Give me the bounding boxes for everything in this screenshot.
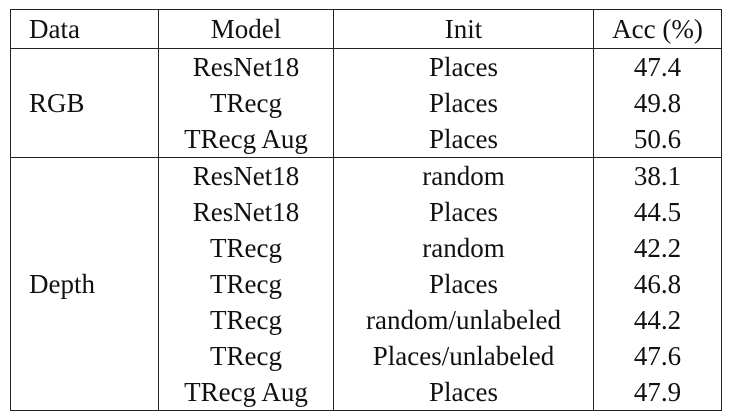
model-cell: TRecg Aug — [158, 374, 334, 411]
acc-cell: 47.4 — [633, 51, 682, 82]
init-cell: Places — [333, 194, 594, 230]
header-model: Model — [158, 9, 334, 49]
model-cell: ResNet18 — [158, 157, 334, 194]
init-cell: Places — [333, 85, 594, 121]
init-cell: random — [333, 157, 594, 194]
acc-cell: 38.1 — [633, 160, 682, 191]
acc-cell: 47.9 — [633, 376, 682, 407]
table-row: TRecg Places 49.8 — [11, 85, 722, 121]
table-row: RGB ResNet18 Places 47.4 — [10, 48, 722, 158]
data-group-label: Depth — [10, 157, 159, 411]
model-cell: TRecg — [158, 338, 334, 374]
acc-cell: 49.8 — [633, 87, 682, 118]
init-cell: random/unlabeled — [333, 302, 594, 338]
init-cell: Places/unlabeled — [333, 338, 594, 374]
model-cell: ResNet18 — [158, 194, 334, 230]
model-cell: ResNet18 — [158, 48, 334, 85]
acc-cell: 44.5 — [633, 196, 682, 227]
header-data: Data — [10, 9, 159, 49]
init-cell: Places — [333, 48, 594, 85]
header-row: Data Model Init Acc (%) — [10, 9, 722, 49]
model-cell: TRecg — [158, 266, 334, 302]
table-row: TRecg Places/unlabeled 47.6 — [11, 338, 722, 374]
model-cell: TRecg — [158, 302, 334, 338]
acc-cell: 44.2 — [633, 304, 682, 335]
init-cell: Places — [333, 266, 594, 302]
table-row: Depth ResNet18 random 38.1 — [10, 157, 722, 411]
header-acc: Acc (%) — [593, 9, 722, 49]
acc-cell: 42.2 — [633, 232, 682, 263]
init-cell: Places — [333, 374, 594, 411]
acc-cell: 47.6 — [633, 340, 682, 371]
table-row: TRecg Aug Places 47.9 — [11, 374, 722, 411]
header-init: Init — [333, 9, 594, 49]
model-cell: TRecg Aug — [158, 121, 334, 158]
data-group-label: RGB — [10, 48, 159, 158]
results-table: Data Model Init Acc (%) RGB ResNet18 Pla… — [10, 9, 722, 411]
table-row: TRecg random/unlabeled 44.2 — [11, 302, 722, 338]
acc-cell: 50.6 — [593, 121, 722, 158]
init-cell: random — [333, 230, 594, 266]
table-row: TRecg Aug Places 50.6 — [11, 121, 722, 158]
table-row: TRecg random 42.2 — [11, 230, 722, 266]
table-row: ResNet18 Places 44.5 — [11, 194, 722, 230]
init-cell: Places — [333, 121, 594, 158]
model-cell: TRecg — [158, 230, 334, 266]
model-cell: TRecg — [158, 85, 334, 121]
acc-cell: 46.8 — [633, 268, 682, 299]
table-row: TRecg Places 46.8 — [11, 266, 722, 302]
